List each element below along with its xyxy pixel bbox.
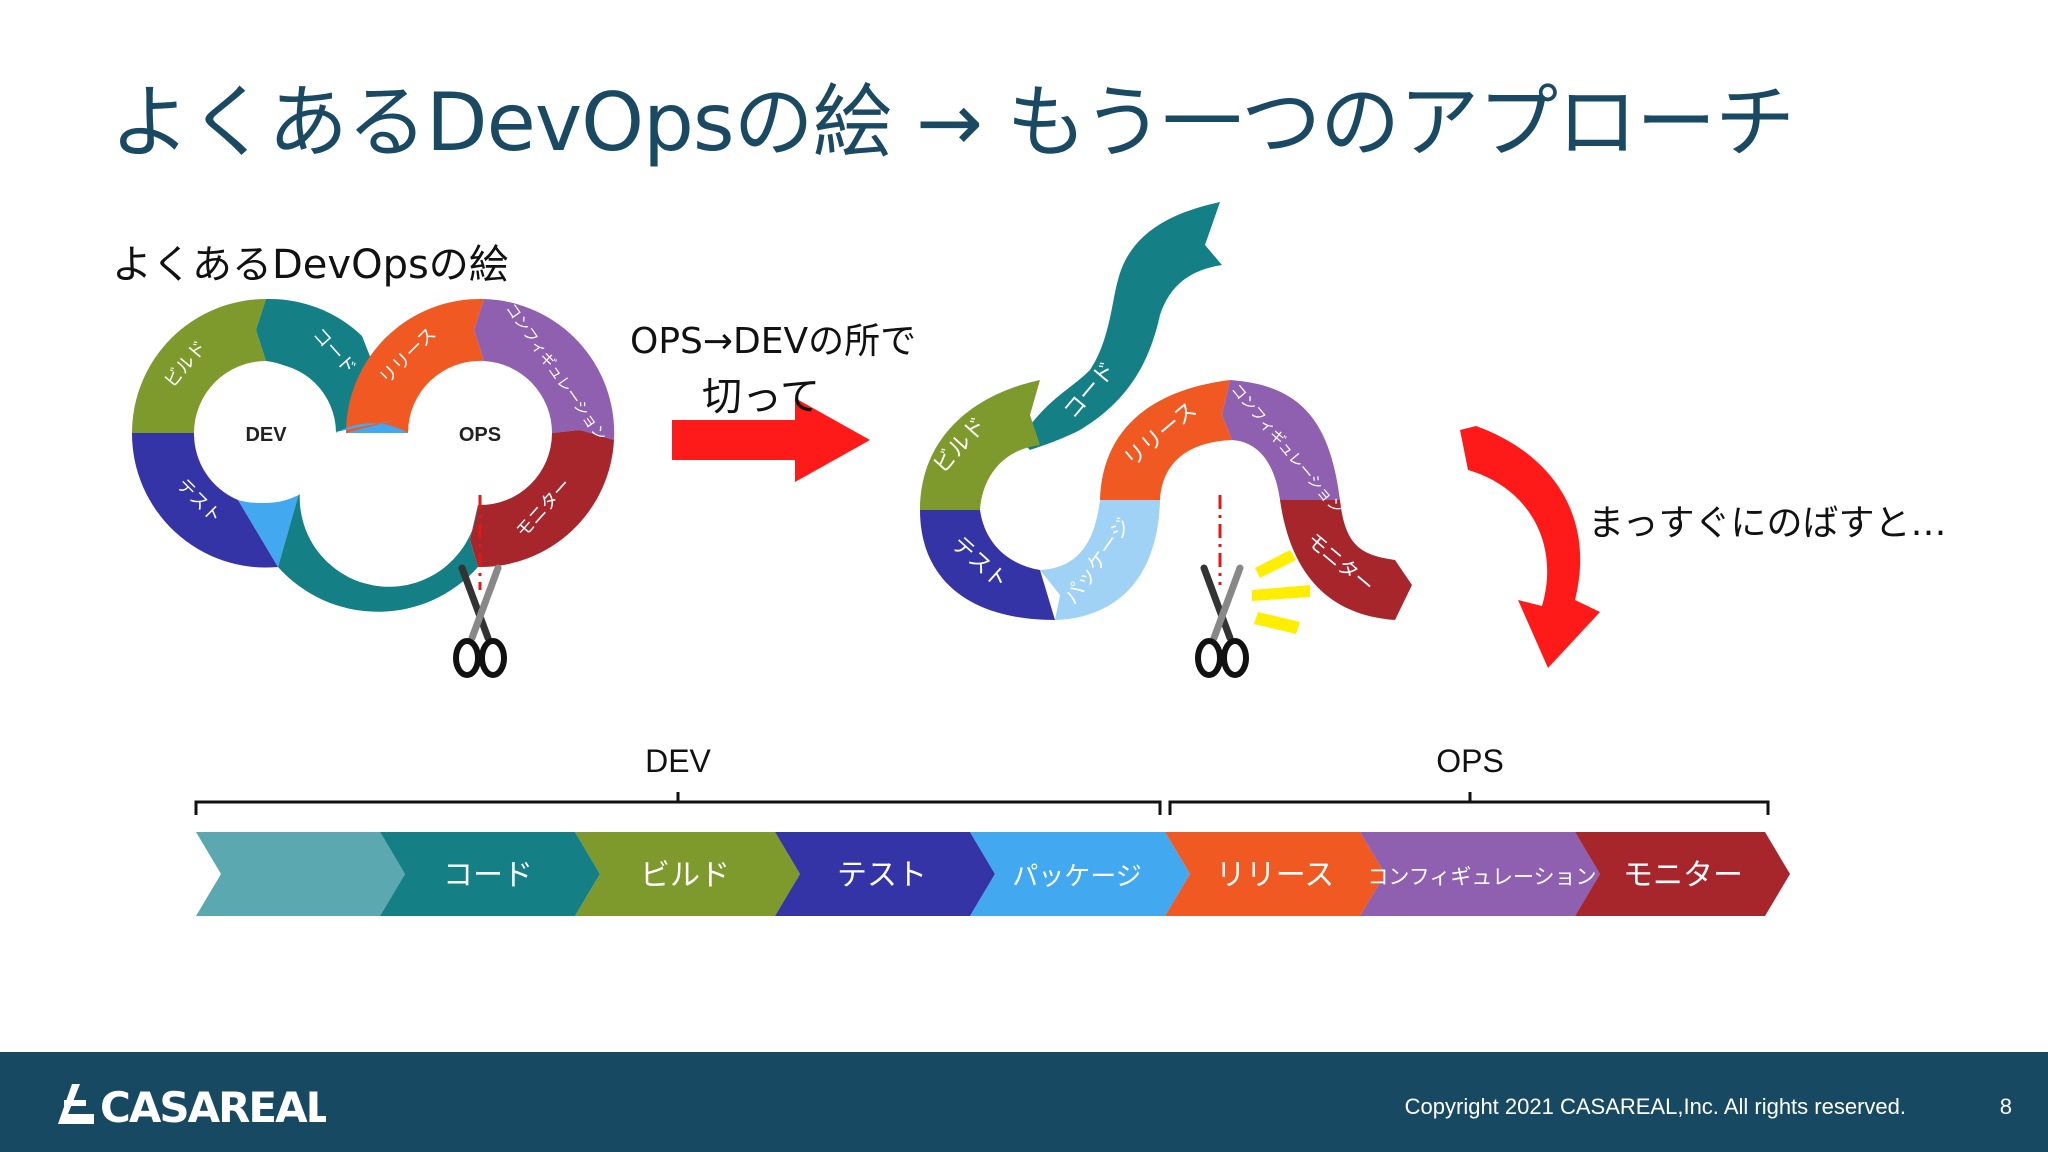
chevron-label-build: ビルド <box>640 858 730 893</box>
chevron-label-package: パッケージ <box>1012 862 1141 892</box>
loop-segment-config <box>474 299 615 440</box>
ops-bracket-label: OPS <box>1436 743 1504 779</box>
scissors-icon <box>453 564 507 678</box>
chevron-config <box>1360 832 1600 916</box>
chevron-label-release: リリース <box>1216 858 1335 893</box>
chevron-package <box>970 832 1190 916</box>
casareal-logo: CASAREAL <box>58 1083 326 1128</box>
dev-bracket <box>194 792 1162 815</box>
wave-segment-code <box>1020 202 1222 450</box>
chevron-label-code: コード <box>443 858 533 893</box>
chevron-label-test: テスト <box>837 858 927 893</box>
page-title: よくあるDevOpsの絵 → もう一つのアプローチ <box>110 76 1795 169</box>
ops-hole <box>410 363 550 503</box>
wave-segment-build <box>920 380 1040 510</box>
loop-ops-label: OPS <box>459 424 501 446</box>
logo-text: CASAREAL <box>100 1083 326 1128</box>
loop-segment-release <box>346 298 484 433</box>
sparkle-icon <box>1252 550 1310 634</box>
devops-diagram: DEV OPS ビルド コード リリース コンフィギュレーション テスト パッケ… <box>131 202 1790 916</box>
loop-segment-monitor <box>470 430 614 568</box>
chevron-build <box>575 832 800 916</box>
left-subtitle: よくあるDevOpsの絵 <box>112 242 509 288</box>
straighten-text: まっすぐにのばすと… <box>1588 503 1947 544</box>
wave-diagram: コード ビルド テスト パッケージ リリース コンフィギュレーション モニター <box>920 202 1412 634</box>
loop-segment-package <box>238 420 408 567</box>
dev-bracket-label: DEV <box>645 743 711 779</box>
ops-bracket <box>1168 792 1770 815</box>
copyright-text: Copyright 2021 CASAREAL,Inc. All rights … <box>1404 1094 1906 1119</box>
curved-arrow-icon <box>1460 426 1600 668</box>
cut-text-line2: 切って <box>702 374 820 420</box>
chevron-code <box>380 832 600 916</box>
wave-segment-monitor <box>1280 500 1412 620</box>
chevron-release <box>1165 832 1385 916</box>
dev-hole <box>196 363 336 503</box>
chevron-test <box>775 832 995 916</box>
cut-arrow-icon <box>672 398 870 482</box>
infinity-loop: DEV OPS ビルド コード リリース コンフィギュレーション テスト パッケ… <box>131 298 615 612</box>
loop-dev-label: DEV <box>245 424 287 446</box>
cut-text-line1: OPS→DEVの所で <box>630 321 917 362</box>
wave-segment-package <box>1040 500 1160 620</box>
loop-segment-build <box>132 299 266 433</box>
footer-bar: CASAREAL Copyright 2021 CASAREAL,Inc. Al… <box>0 1052 2048 1152</box>
chevron-first <box>196 832 405 916</box>
wave-segment-config <box>1222 380 1340 505</box>
chevron-label-monitor: モニター <box>1623 858 1743 893</box>
chevron-monitor <box>1575 832 1790 916</box>
loop-segment-test <box>131 433 278 568</box>
chevron-label-config: コンフィギュレーション <box>1367 865 1596 889</box>
scissors-icon <box>1195 564 1249 678</box>
chevron-pipeline: コード ビルド テスト パッケージ リリース コンフィギュレーション モニター <box>196 832 1790 916</box>
page-number: 8 <box>1999 1094 2012 1119</box>
wave-segment-test <box>920 510 1055 620</box>
loop-segment-connector <box>278 490 478 612</box>
wave-segment-release <box>1100 380 1232 500</box>
